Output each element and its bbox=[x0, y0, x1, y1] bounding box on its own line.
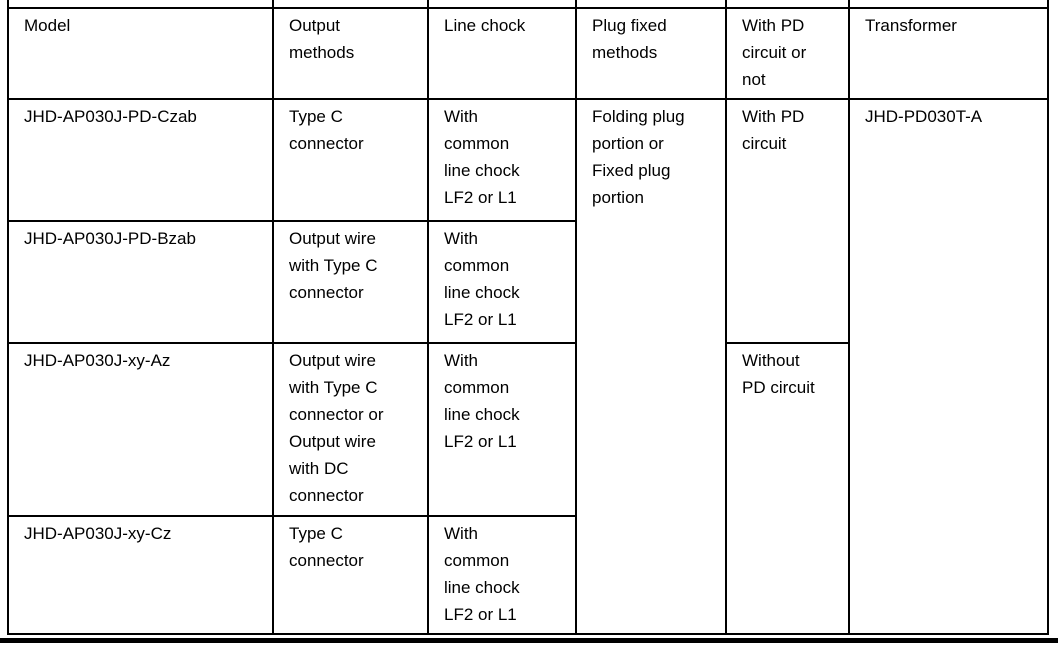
cell-model: JHD-AP030J-xy-Cz bbox=[7, 515, 274, 635]
cell-pd-circuit: Without PD circuit bbox=[725, 342, 850, 635]
header-transformer: Transformer bbox=[848, 7, 1049, 100]
cell-line-chock: With common line chock LF2 or L1 bbox=[427, 98, 577, 222]
table-row: JHD-AP030J-PD-Bzab Output wire with Type… bbox=[7, 220, 1048, 344]
cell-line-chock: With common line chock LF2 or L1 bbox=[427, 342, 577, 517]
cell-output-methods: Output wire with Type C connector bbox=[272, 220, 429, 344]
cell-pd-circuit: With PD circuit bbox=[725, 98, 850, 344]
header-pd-circuit: With PD circuit or not bbox=[725, 7, 850, 100]
header-line-chock: Line chock bbox=[427, 7, 577, 100]
cell-model: JHD-AP030J-PD-Czab bbox=[7, 98, 274, 222]
column-border-stub bbox=[848, 0, 850, 9]
cell-output-methods: Output wire with Type C connector or Out… bbox=[272, 342, 429, 517]
column-border-stub bbox=[575, 0, 577, 9]
column-border-stub bbox=[272, 0, 274, 9]
page-bottom-rule bbox=[0, 638, 1058, 643]
header-output-methods: Output methods bbox=[272, 7, 429, 100]
table-row: JHD-AP030J-PD-Czab Type C connector With… bbox=[7, 98, 1049, 635]
cell-plug-fixed-methods: Folding plug portion or Fixed plug porti… bbox=[575, 98, 727, 635]
model-spec-table: Model Output methods Line chock Plug fix… bbox=[7, 7, 1049, 635]
cell-model: JHD-AP030J-PD-Bzab bbox=[7, 220, 274, 344]
cell-model: JHD-AP030J-xy-Az bbox=[7, 342, 274, 517]
column-border-stub bbox=[725, 0, 727, 9]
cell-transformer: JHD-PD030T-A bbox=[848, 98, 1049, 635]
cell-output-methods: Type C connector bbox=[272, 515, 429, 635]
cell-line-chock: With common line chock LF2 or L1 bbox=[427, 515, 577, 635]
header-model: Model bbox=[7, 7, 274, 100]
table-row: JHD-AP030J-xy-Az Output wire with Type C… bbox=[7, 342, 1048, 635]
column-border-stub bbox=[1047, 0, 1049, 9]
header-plug-fixed-methods: Plug fixed methods bbox=[575, 7, 727, 100]
column-border-stub bbox=[7, 0, 9, 9]
column-border-stub bbox=[427, 0, 429, 9]
cell-output-methods: Type C connector bbox=[272, 98, 429, 222]
table-row: JHD-AP030J-xy-Cz Type C connector With c… bbox=[7, 515, 1048, 635]
table-header-row: Model Output methods Line chock Plug fix… bbox=[7, 7, 1049, 100]
cell-line-chock: With common line chock LF2 or L1 bbox=[427, 220, 577, 344]
